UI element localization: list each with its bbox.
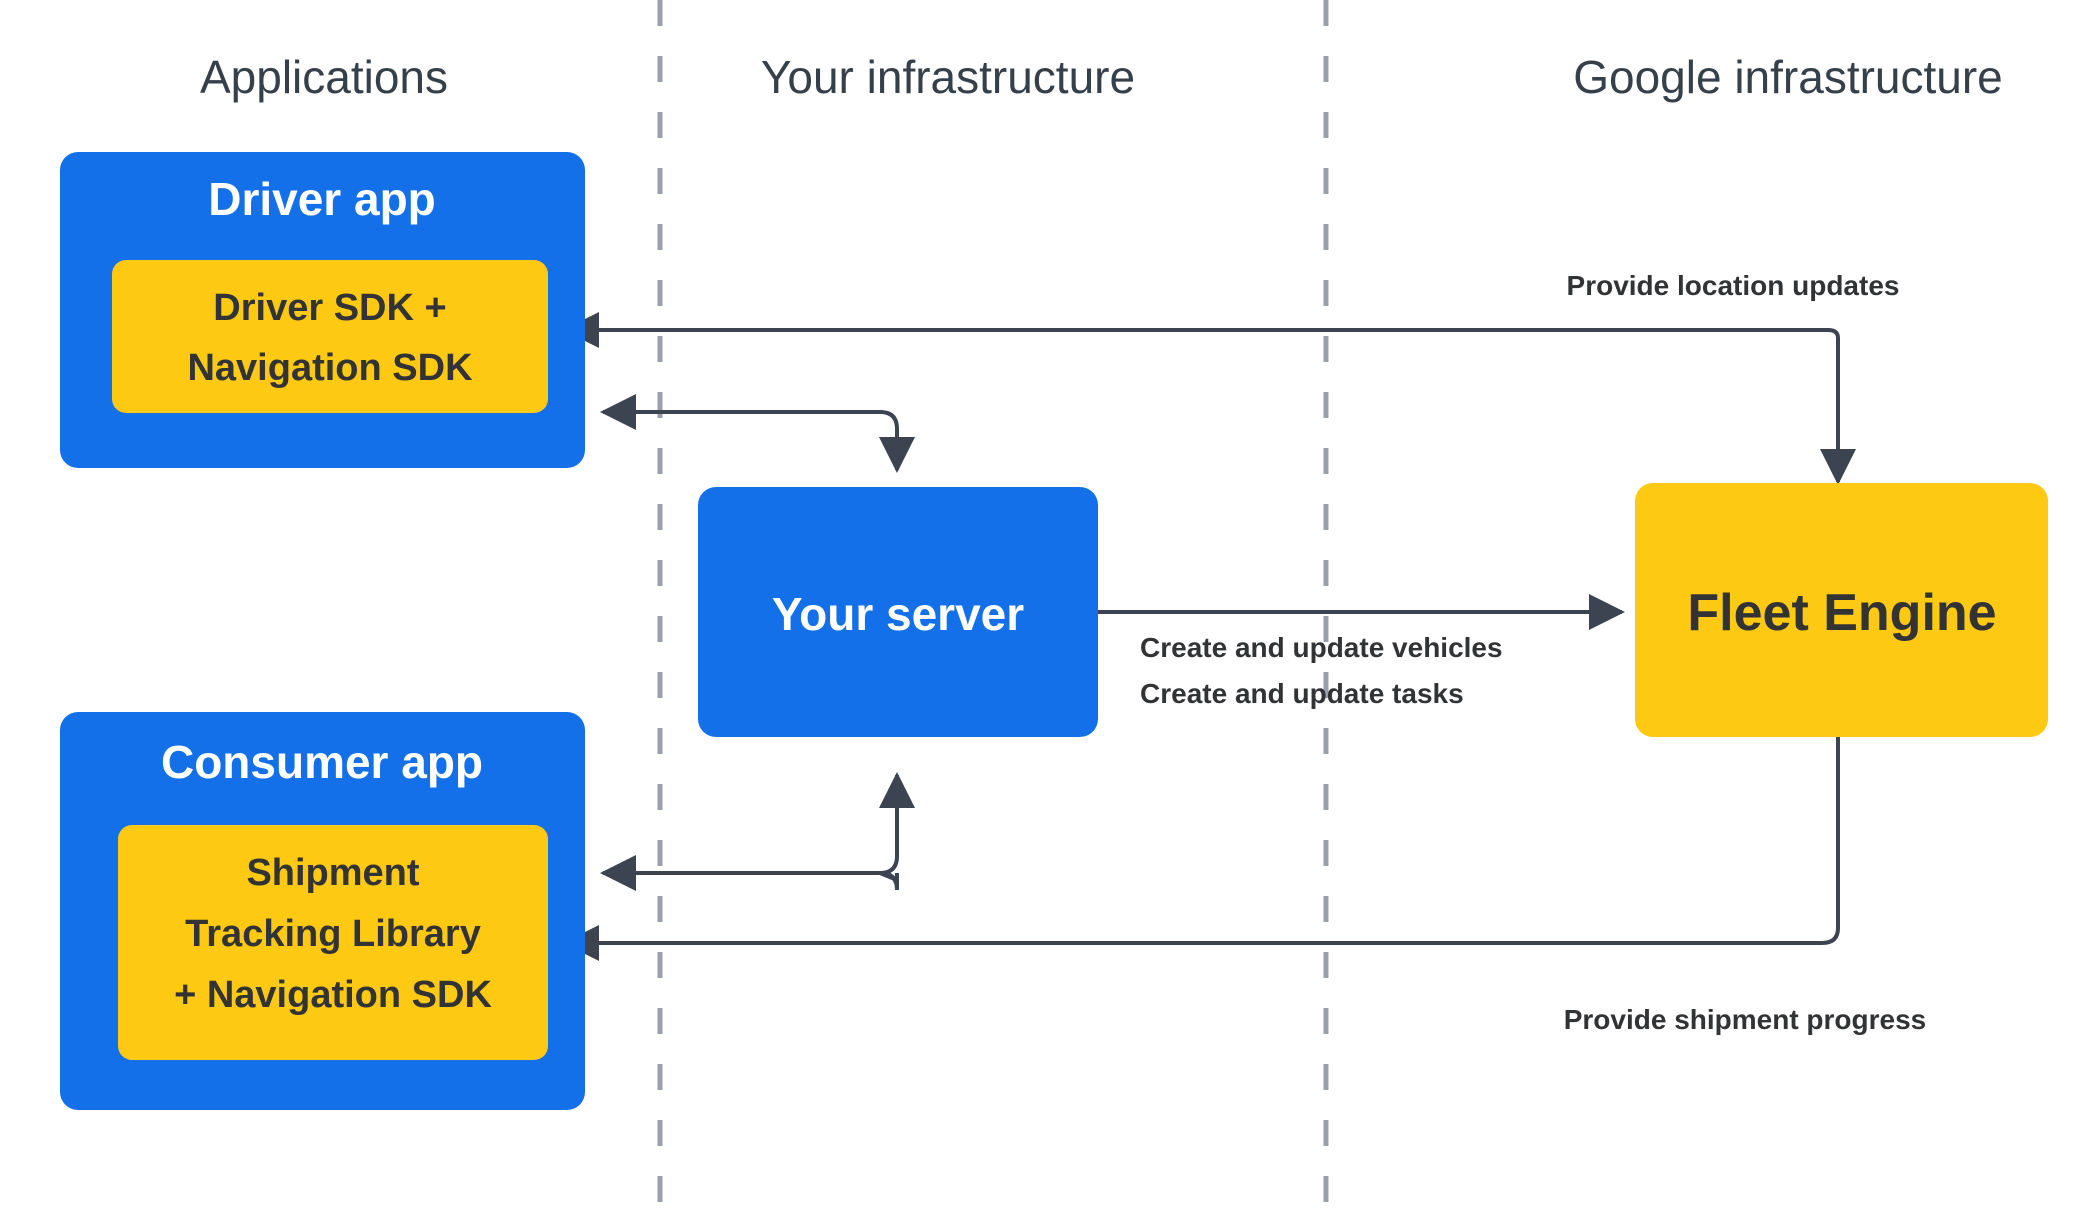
driver-app-title: Driver app xyxy=(208,173,436,225)
node-fleet-engine[interactable]: Fleet Engine xyxy=(1635,483,2048,737)
zone-title-google-infrastructure: Google infrastructure xyxy=(1573,51,2003,103)
shipment-tracking-card[interactable] xyxy=(118,825,548,1060)
connector-fleet-engine-to-shipment-tracking xyxy=(563,737,1840,961)
connector-fleet-engine-to-driver-sdk xyxy=(563,312,1840,480)
node-consumer-app[interactable]: Consumer app Shipment Tracking Library +… xyxy=(60,712,585,1110)
edge-label-provide-shipment-progress: Provide shipment progress xyxy=(1564,1004,1927,1035)
node-driver-app[interactable]: Driver app Driver SDK + Navigation SDK xyxy=(60,152,585,468)
edge-label-provide-location-updates: Provide location updates xyxy=(1567,270,1900,301)
connector-driver-app-your-server xyxy=(600,394,915,473)
shipment-tracking-line-2: Tracking Library xyxy=(185,913,481,955)
driver-sdk-card[interactable] xyxy=(112,260,548,413)
driver-sdk-line-2: Navigation SDK xyxy=(187,347,473,389)
zone-title-applications: Applications xyxy=(200,51,448,103)
zone-title-your-infrastructure: Your infrastructure xyxy=(761,51,1135,103)
fleet-engine-title: Fleet Engine xyxy=(1687,584,1996,642)
consumer-app-title: Consumer app xyxy=(161,736,483,788)
driver-sdk-line-1: Driver SDK + xyxy=(213,287,446,329)
your-server-card[interactable] xyxy=(698,487,1098,737)
shipment-tracking-line-3: + Navigation SDK xyxy=(174,974,492,1016)
your-server-title: Your server xyxy=(772,588,1024,640)
connector-your-server-consumer-app-base xyxy=(603,871,899,891)
shipment-tracking-line-1: Shipment xyxy=(246,852,419,894)
edge-label-create-update-vehicles: Create and update vehicles xyxy=(1140,632,1503,663)
node-your-server[interactable]: Your server xyxy=(698,487,1098,737)
connector-consumer-app-to-your-server xyxy=(879,772,915,882)
edge-label-create-update-tasks: Create and update tasks xyxy=(1140,678,1464,709)
fleet-engine-card[interactable] xyxy=(1635,483,2048,737)
